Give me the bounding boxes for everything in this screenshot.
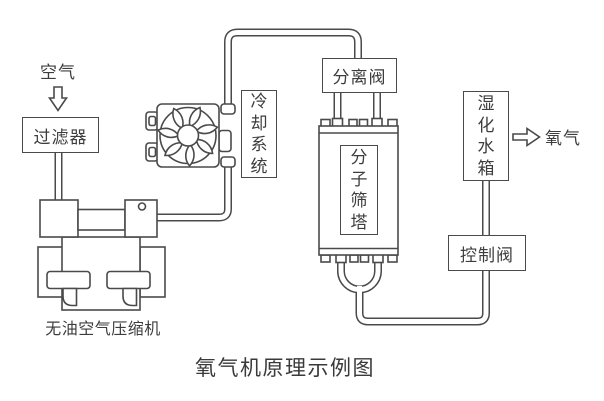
cooling-system-box: 冷却系统	[241, 90, 277, 178]
cooling-system-label: 冷却系统	[250, 92, 268, 176]
compressor-drawing	[37, 199, 166, 311]
control-valve-box: 控制阀	[448, 235, 526, 271]
air-down-arrow-icon	[47, 86, 69, 112]
filter-label: 过滤器	[33, 127, 88, 147]
control-valve-label: 控制阀	[460, 245, 514, 265]
separation-valve-box: 分离阀	[322, 58, 397, 93]
oxygen-label-text: 氧气	[545, 128, 581, 148]
sieve-tower-label-box: 分子筛塔	[340, 145, 378, 235]
cooling-fan-icon	[145, 103, 236, 168]
oxygen-label: 氧气	[540, 126, 586, 148]
humidification-tank-box: 湿化水箱	[463, 91, 509, 181]
air-label-text: 空气	[40, 62, 76, 82]
compressor-label-text: 无油空气压缩机	[45, 321, 161, 338]
diagram-title: 氧气机原理示例图	[145, 353, 425, 381]
oxygen-right-arrow-icon	[512, 126, 541, 148]
filter-box: 过滤器	[22, 117, 99, 153]
compressor-label: 无油空气压缩机	[36, 316, 170, 338]
sieve-tower-label: 分子筛塔	[350, 148, 368, 232]
air-label: 空气	[30, 60, 86, 82]
humidification-tank-label: 湿化水箱	[477, 94, 495, 178]
pipes	[54, 28, 490, 326]
separation-valve-label: 分离阀	[332, 68, 387, 87]
diagram-title-text: 氧气机原理示例图	[195, 357, 375, 380]
